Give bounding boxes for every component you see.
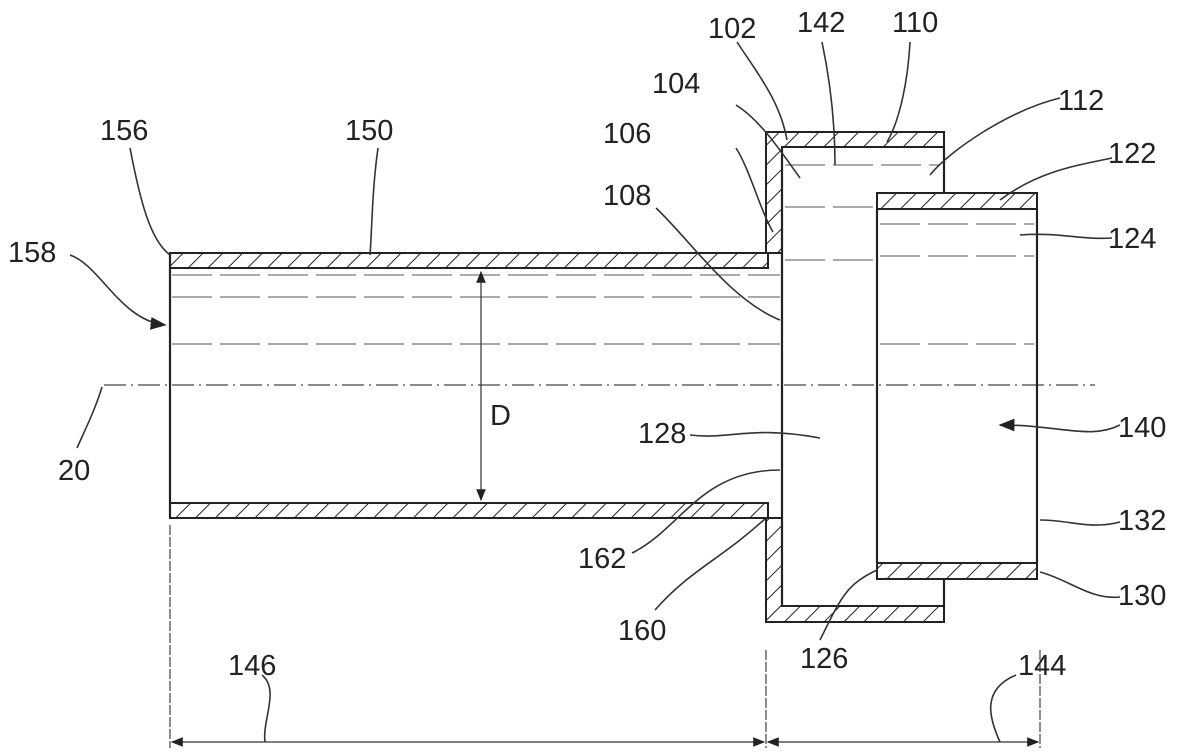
leader-144 [989,674,1017,743]
label-144: 144 [1018,650,1066,682]
inlet-tube-top-wall [169,252,769,269]
label-156: 156 [100,115,148,147]
leader-156 [129,147,171,256]
label-126: 126 [800,643,848,675]
label-140: 140 [1118,412,1166,444]
leader-160 [654,517,767,611]
label-102: 102 [708,13,756,45]
leader-128 [689,431,821,439]
label-150: 150 [345,115,393,147]
label-106: 106 [603,118,651,150]
leader-102 [736,41,788,141]
leader-158 [69,254,167,330]
leader-140 [998,418,1121,433]
cartridge-top-wall [876,192,1038,210]
leader-106 [735,147,774,233]
leader-20 [76,386,103,449]
label-160: 160 [618,615,666,647]
label-158: 158 [8,237,56,269]
label-142: 142 [797,7,845,39]
leader-112 [929,97,1061,176]
label-108: 108 [603,180,651,212]
label-128: 128 [638,418,686,450]
label-D: D [490,400,511,432]
label-112: 112 [1058,85,1104,117]
label-124: 124 [1108,223,1156,255]
label-162: 162 [578,543,626,575]
leader-146 [261,674,271,743]
inlet-tube-bottom-wall [169,502,769,519]
leader-124 [1019,233,1113,240]
leader-162 [631,469,781,554]
label-110: 110 [892,7,938,39]
label-130: 130 [1118,580,1166,612]
label-20: 20 [58,455,90,487]
leader-108 [655,207,781,321]
leader-122 [999,157,1113,201]
label-104: 104 [652,68,700,100]
leader-126 [819,569,878,641]
cartridge-bottom-wall [876,562,1038,580]
label-122: 122 [1108,138,1156,170]
leader-110 [886,41,911,143]
leader-150 [369,147,379,256]
leader-130 [1039,571,1121,599]
leader-104 [735,104,801,179]
label-132: 132 [1118,505,1166,537]
label-146: 146 [228,650,276,682]
leader-142 [821,41,836,166]
leader-132 [1039,519,1121,526]
